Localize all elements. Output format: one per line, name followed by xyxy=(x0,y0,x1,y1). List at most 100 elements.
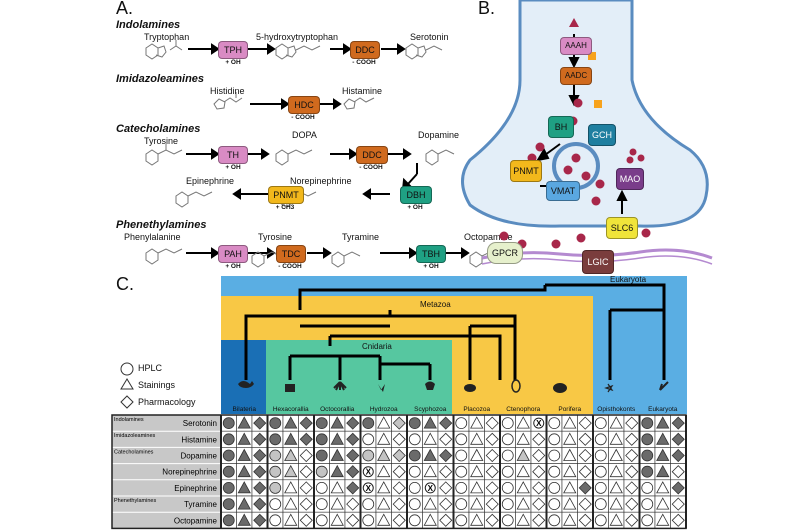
pharmacology-marker xyxy=(671,497,685,511)
hplc-marker xyxy=(222,449,235,462)
staining-marker xyxy=(423,464,437,478)
enzyme-tbh: TBH xyxy=(416,245,446,263)
staining-marker xyxy=(377,416,391,429)
staining-marker xyxy=(237,497,251,510)
taxon-label: Hexacorallia xyxy=(272,406,309,413)
taxon-label: Bilateria xyxy=(232,406,256,413)
staining-marker xyxy=(563,464,577,478)
staining-marker xyxy=(516,448,530,461)
pharmacology-marker xyxy=(346,513,360,527)
staining-marker xyxy=(330,481,344,494)
hplc-marker xyxy=(501,433,514,446)
group-label: Indolamines xyxy=(114,417,144,423)
pharmacology-marker xyxy=(578,481,592,495)
hplc-marker xyxy=(501,465,514,478)
transporter-slc6: SLC6 xyxy=(606,217,638,239)
cofactor-tdc: - COOH xyxy=(278,263,302,270)
hplc-marker xyxy=(269,433,282,446)
hplc-marker xyxy=(548,481,561,494)
pharmacology-marker xyxy=(439,513,453,527)
pharmacology-marker xyxy=(299,513,313,527)
taxon-label: Opisthokonts xyxy=(597,406,636,413)
pharmacology-marker xyxy=(625,497,639,511)
hplc-marker xyxy=(408,514,421,527)
hplc-marker xyxy=(269,465,282,478)
staining-marker xyxy=(284,432,298,445)
pharmacology-marker xyxy=(253,497,267,511)
hplc-marker xyxy=(594,481,607,494)
hplc-marker xyxy=(641,498,654,511)
panel-c-label: C. xyxy=(116,274,134,294)
hplc-marker xyxy=(455,465,468,478)
hplc-marker xyxy=(548,498,561,511)
enzyme-dbh: DBH xyxy=(400,186,432,204)
mol-tryptophan: Tryptophan xyxy=(144,32,190,42)
legend-pharmacology: Pharmacology xyxy=(138,397,196,407)
staining-marker xyxy=(516,481,530,494)
staining-marker xyxy=(609,497,623,510)
triangle-marker xyxy=(569,18,579,27)
enzyme-aaah: AAAH xyxy=(560,37,592,55)
enzyme-tdc: TDC xyxy=(276,245,306,263)
pharmacology-marker xyxy=(392,481,406,495)
staining-marker xyxy=(237,448,251,461)
pharmacology-marker xyxy=(578,497,592,511)
cofactor-ddc-catechol: - COOH xyxy=(359,164,383,171)
receptor-gpcr: GPCR xyxy=(487,242,523,264)
hplc-marker xyxy=(501,481,514,494)
hplc-marker xyxy=(269,514,282,527)
taxa-silhouettes xyxy=(238,379,669,393)
staining-marker xyxy=(330,464,344,478)
pharmacology-marker xyxy=(578,416,592,430)
enzyme-ddc: DDC xyxy=(350,41,380,59)
mol-serotonin: Serotonin xyxy=(410,32,449,42)
cofactor-ddc: - COOH xyxy=(352,59,376,66)
absent-x: X xyxy=(536,419,542,428)
staining-marker xyxy=(377,481,391,494)
square-marker xyxy=(588,52,596,60)
enzyme-tph: TPH xyxy=(218,41,248,59)
pharmacology-marker xyxy=(671,448,685,463)
absent-x: X xyxy=(366,484,372,493)
pharmacology-marker xyxy=(671,432,685,446)
pharmacology-marker xyxy=(485,513,499,527)
pharmacology-marker xyxy=(346,448,360,463)
staining-marker xyxy=(656,448,670,461)
mol-dopa: DOPA xyxy=(292,130,317,140)
pharmacology-marker xyxy=(578,513,592,527)
staining-marker xyxy=(237,513,251,526)
staining-marker xyxy=(423,432,437,445)
staining-marker xyxy=(609,416,623,429)
pharmacology-marker xyxy=(625,416,639,430)
hplc-marker xyxy=(408,417,421,430)
hplc-marker xyxy=(362,417,375,430)
molecule-sketches xyxy=(145,40,499,268)
group-label: Catecholamines xyxy=(114,449,154,455)
pharmacology-marker xyxy=(532,432,546,446)
hplc-marker xyxy=(315,417,328,430)
hplc-marker xyxy=(408,498,421,511)
cnidaria-bg xyxy=(266,340,452,414)
pharmacology-marker xyxy=(299,448,313,463)
pharmacology-marker xyxy=(439,448,453,463)
mol-octopamine: Octopamine xyxy=(464,232,513,242)
hplc-marker xyxy=(594,449,607,462)
cofactor-pah: + OH xyxy=(225,263,241,270)
hplc-marker xyxy=(548,433,561,446)
staining-marker xyxy=(284,497,298,510)
staining-marker xyxy=(284,513,298,526)
absent-x: X xyxy=(428,484,434,493)
pharmacology-marker xyxy=(439,497,453,511)
staining-marker xyxy=(423,513,437,526)
enzyme-pnmt: PNMT xyxy=(268,186,304,204)
hplc-marker xyxy=(641,449,654,462)
mol-epinephrine: Epinephrine xyxy=(186,176,235,186)
pharmacology-marker xyxy=(485,432,499,446)
pharmacology-marker xyxy=(439,481,453,495)
staining-marker xyxy=(470,416,484,429)
hplc-marker xyxy=(455,514,468,527)
circle-icon xyxy=(120,362,134,376)
enzyme-gch: GCH xyxy=(588,124,616,146)
enzyme-mao: MAO xyxy=(616,168,644,190)
